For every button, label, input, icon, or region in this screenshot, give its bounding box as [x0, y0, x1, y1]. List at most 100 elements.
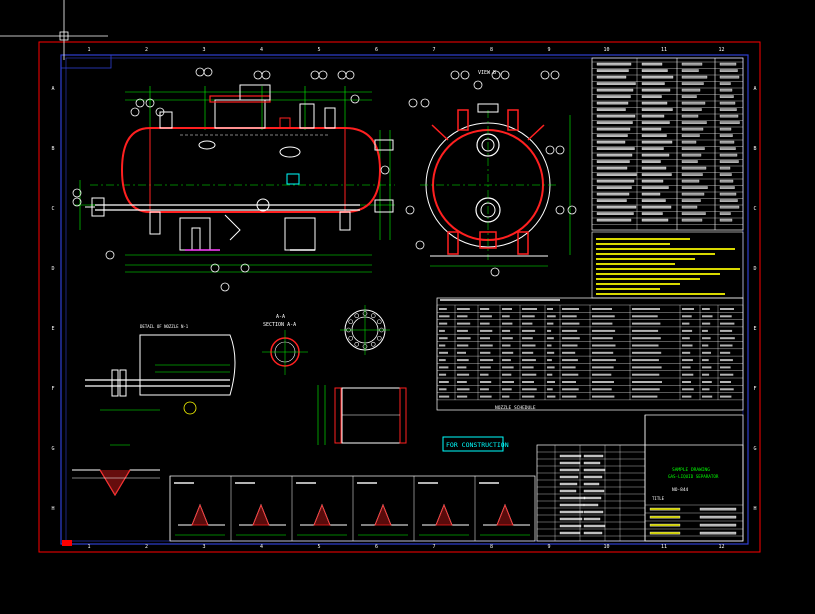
schedule-cell-mark: [682, 351, 691, 354]
table-cell-mark: [596, 114, 636, 118]
weld-label-mark: [418, 482, 438, 484]
callout-balloon: [555, 145, 565, 155]
bolt-hole: [376, 335, 382, 341]
table-cell-mark: [596, 199, 627, 202]
bolt-hole: [354, 341, 360, 347]
schedule-cell-mark: [439, 315, 450, 318]
grid-number: 7: [432, 47, 435, 53]
bolt-hole: [376, 319, 382, 325]
grid-number: 8: [490, 47, 493, 53]
schedule-cell-mark: [592, 373, 612, 376]
table-cell-mark: [596, 101, 629, 105]
schedule-cell-mark: [592, 351, 614, 354]
table-cell-mark: [719, 95, 734, 98]
schedule-cell-mark: [702, 344, 709, 347]
grid-letter: F: [753, 386, 756, 392]
schedule-cell-mark: [439, 344, 446, 347]
title-cell-mark: [559, 475, 579, 479]
weld-detail-strip: [169, 475, 536, 542]
callout-balloon: [491, 70, 501, 80]
grid-letter: A: [51, 86, 54, 92]
schedule-cell-mark: [457, 308, 470, 310]
table-cell-mark: [681, 205, 698, 209]
schedule-cell-mark: [522, 366, 534, 369]
table-cell-mark: [641, 101, 668, 105]
table-cell-mark: [681, 160, 698, 163]
schedule-cell-mark: [502, 344, 511, 347]
callout-balloon: [155, 107, 165, 117]
schedule-cell-mark: [632, 344, 659, 347]
title-cell-mark: [559, 517, 583, 521]
table-cell-mark: [719, 134, 733, 137]
schedule-header-mark: [440, 299, 560, 301]
view-b-label: VIEW B: [478, 70, 496, 76]
schedule-cell-mark: [632, 373, 660, 376]
saddle-section-detail: [317, 385, 407, 445]
schedule-cell-mark: [547, 344, 552, 347]
table-cell-mark: [641, 192, 661, 196]
schedule-cell-mark: [682, 381, 691, 383]
table-cell-mark: [596, 160, 630, 163]
schedule-cell-mark: [720, 381, 731, 383]
callout-balloon: [210, 263, 220, 273]
table-cell-mark: [641, 140, 673, 144]
grid-number: 5: [317, 544, 320, 550]
title-line-1: SAMPLE DRAWING: [672, 467, 710, 473]
title-cell-mark: [699, 523, 737, 527]
schedule-cell-mark: [502, 322, 513, 325]
grid-number: 4: [260, 47, 263, 53]
table-cell-mark: [596, 75, 627, 79]
table-cell-mark: [596, 147, 635, 150]
schedule-cell-mark: [480, 337, 490, 340]
table-cell-mark: [719, 101, 736, 105]
callout-balloon: [545, 145, 555, 155]
table-cell-mark: [596, 218, 632, 222]
callout-balloon: [240, 263, 250, 273]
schedule-cell-mark: [562, 388, 579, 391]
callout-balloon: [72, 197, 82, 207]
bolt-hole: [348, 319, 354, 325]
callout-balloon: [450, 70, 460, 80]
table-cell-mark: [596, 186, 632, 189]
title-cell-mark: [583, 482, 600, 486]
callout-balloon: [130, 107, 140, 117]
table-cell-mark: [641, 147, 664, 150]
grid-letter: C: [51, 206, 54, 212]
nozzle-schedule-table: NOZZLE SCHEDULE: [436, 297, 744, 411]
table-cell-mark: [641, 114, 665, 118]
bolt-hole: [348, 335, 354, 341]
schedule-cell-mark: [502, 351, 514, 354]
table-cell-mark: [719, 212, 731, 215]
weld-label-mark: [479, 482, 499, 484]
table-cell-mark: [641, 62, 663, 66]
table-cell-mark: [719, 114, 739, 118]
callout-balloon: [490, 267, 500, 277]
schedule-cell-mark: [457, 359, 469, 362]
table-cell-mark: [719, 205, 740, 209]
table-cell-mark: [641, 108, 673, 111]
table-cell-mark: [596, 82, 636, 85]
schedule-cell-mark: [547, 381, 555, 383]
schedule-cell-mark: [439, 329, 445, 332]
title-cell-mark: [559, 489, 577, 493]
schedule-cell-mark: [480, 381, 492, 383]
schedule-cell-mark: [720, 359, 733, 362]
revision-marker: [62, 540, 72, 546]
note-line: [596, 258, 695, 260]
table-cell-mark: [719, 192, 737, 196]
callout-balloon: [135, 98, 145, 108]
schedule-cell-mark: [457, 351, 466, 354]
callout-balloon: [380, 165, 390, 175]
grid-letter: B: [753, 146, 756, 152]
schedule-cell-mark: [632, 388, 660, 391]
table-cell-mark: [719, 218, 733, 222]
table-cell-mark: [596, 166, 628, 170]
schedule-cell-mark: [480, 388, 489, 391]
grid-number: 3: [202, 544, 205, 550]
schedule-cell-mark: [480, 329, 493, 332]
title-cell-mark: [649, 523, 681, 527]
note-line: [596, 293, 725, 295]
schedule-cell-mark: [457, 373, 470, 376]
